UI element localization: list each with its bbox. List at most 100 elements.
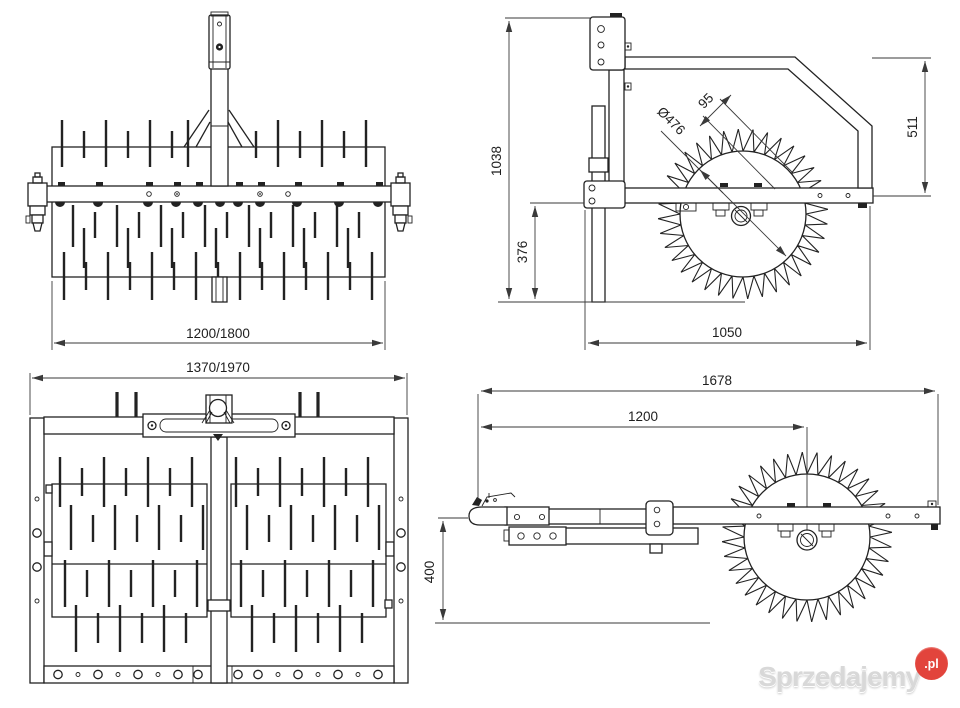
dim-hitch-to-axle: 1200 (481, 409, 804, 431)
wheel-hub-tow (777, 503, 835, 551)
frame-beam (29, 185, 409, 203)
dim-frame-height: 511 (872, 57, 931, 197)
mast-brace (183, 109, 210, 148)
beam-bracket (645, 500, 674, 536)
dim-axle-height: 376 (515, 202, 584, 299)
mast-brace (227, 121, 243, 148)
dim-frame-length: 1050 (584, 206, 871, 350)
hitch-mast (183, 11, 255, 187)
dim-spike-length-label: 95 (695, 90, 716, 111)
bar-hole (53, 669, 63, 680)
end-bolt (927, 500, 937, 508)
bar-hole (93, 669, 103, 680)
dim-overall-height-label: 1038 (489, 146, 504, 176)
clamp (588, 157, 609, 173)
front-view: 1200/1800 (25, 11, 413, 350)
side-view: Ø476 95 1038 376 511 (489, 13, 931, 350)
drawbar-lower (561, 527, 699, 545)
beam-hole (756, 513, 762, 519)
beam-hole-dot (259, 193, 261, 195)
coupler-lever (481, 492, 516, 507)
drawbar-upper (547, 508, 649, 525)
right-bearing-assembly (390, 172, 413, 232)
dim-hitch-height-label: 400 (422, 561, 437, 584)
bar-hole (333, 669, 343, 680)
right-side-rail (393, 417, 409, 684)
dim-overall-length: 1678 (477, 373, 939, 505)
center-pin (213, 434, 223, 441)
top-view: 1370/1970 (29, 360, 409, 684)
drum-tab (45, 484, 53, 494)
rear-bar-holes (53, 669, 383, 680)
rail-holes (32, 496, 406, 604)
mast-brace (228, 109, 255, 148)
beam-bolts (55, 182, 383, 207)
beam-hole (285, 191, 291, 197)
beam-hole (174, 191, 180, 197)
mast-foot-tube (211, 276, 228, 303)
watermark-tld: .pl (924, 656, 939, 671)
beam-hole (885, 513, 891, 519)
ball-coupler (468, 506, 508, 526)
dim-top-width: 1370/1970 (29, 360, 408, 415)
bar-hole (193, 669, 203, 680)
wheel-hub (675, 183, 768, 227)
drum-tab (384, 599, 393, 609)
watermark-tld-badge: .pl (915, 647, 948, 681)
beam-hole-dot (176, 193, 178, 195)
drum-spikes-top (58, 457, 381, 652)
coupler-latch (472, 497, 482, 506)
dim-front-width-label: 1200/1800 (186, 326, 250, 341)
bar-hole (275, 672, 281, 677)
mast-pin-hole (217, 21, 222, 27)
bar-hole (173, 669, 183, 680)
upper-frame (624, 56, 873, 189)
bar-hole (233, 669, 243, 680)
bar-hole (293, 669, 303, 680)
beam-hole (914, 513, 920, 519)
beam-hole (146, 191, 152, 197)
mount-assembly (142, 394, 296, 441)
left-side-rail (29, 417, 45, 684)
mast-brace (195, 121, 211, 148)
center-beam (210, 436, 228, 684)
bar-hole (315, 672, 321, 677)
mast-plate (589, 13, 632, 91)
tow-view: 1678 1200 400 (422, 373, 941, 624)
dim-hitch-height: 400 (422, 517, 468, 620)
lower-bracket (583, 180, 626, 209)
bar-hole (75, 672, 81, 677)
bar-hole (133, 669, 143, 680)
left-drum (51, 483, 208, 618)
bar-hole (355, 672, 361, 677)
watermark-brand: Sprzedajemy (758, 661, 921, 693)
main-beam (604, 187, 874, 204)
dim-axle-height-label: 376 (515, 241, 530, 264)
left-bearing-assembly (25, 172, 48, 232)
drawbar-step (649, 543, 663, 554)
mast-tube (208, 398, 228, 418)
drum-tab (385, 541, 395, 557)
beam-hole (845, 193, 851, 198)
beam-tab (858, 203, 867, 208)
drum-tab (43, 541, 53, 557)
dim-overall-length-label: 1678 (702, 373, 732, 388)
bar-hole (115, 672, 121, 677)
mast-bar (608, 69, 625, 189)
right-drum (230, 483, 387, 618)
adjuster-plate-upper (504, 506, 550, 526)
dim-wheel-diameter-label: Ø476 (654, 104, 688, 138)
wheel-teeth (657, 128, 829, 300)
dim-top-width-label: 1370/1970 (186, 360, 250, 375)
drum-spikes (60, 120, 374, 300)
dim-front-width: 1200/1800 (51, 281, 386, 350)
hitch-assembly (468, 492, 567, 546)
bar-hole (155, 672, 161, 677)
watermark: Sprzedajemy .pl (758, 647, 948, 694)
end-tab (931, 524, 938, 530)
dim-frame-height-label: 511 (905, 116, 920, 138)
dim-frame-length-label: 1050 (712, 325, 742, 340)
wheel-teeth (721, 451, 893, 623)
